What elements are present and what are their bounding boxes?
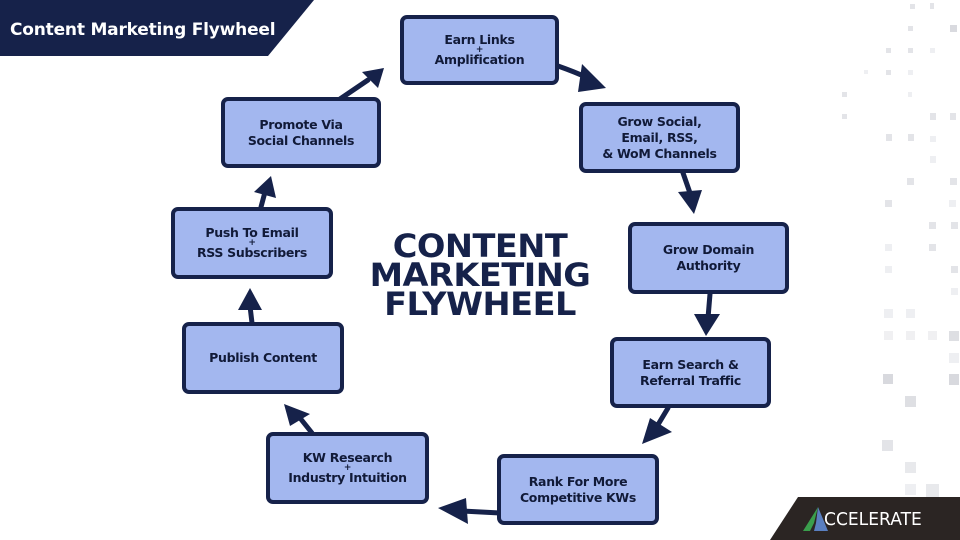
node-publish-content: Publish Content (182, 322, 344, 394)
decorative-pixel-pattern (842, 3, 959, 497)
center-title-line: FLYWHEEL (384, 285, 576, 323)
node-grow-domain: Grow Domain Authority (628, 222, 789, 294)
node-earn-links: Earn Links + Amplification (400, 15, 559, 85)
node-label-line: Earn Search & (642, 356, 739, 372)
node-label-line: Amplification (434, 52, 525, 67)
node-label-line: Grow Social, (617, 113, 702, 129)
center-title-line: MARKETING (369, 256, 591, 294)
node-label-line: Earn Links (444, 32, 515, 47)
logo-text: CCELERATE (824, 509, 922, 530)
node-promote-via-social: Promote Via Social Channels (221, 97, 381, 168)
arrowhead-7 (238, 288, 262, 310)
node-earn-search: Earn Search & Referral Traffic (610, 337, 771, 408)
arrowhead-3 (694, 314, 720, 336)
node-rank-for-more: Rank For More Competitive KWs (497, 454, 659, 525)
node-label-line: Publish Content (209, 350, 317, 365)
arrowhead-6 (284, 404, 310, 426)
node-label-line: Industry Intuition (288, 470, 407, 485)
arrowhead-9 (362, 68, 384, 88)
arrowhead-1 (578, 64, 606, 92)
node-label-line: Competitive KWs (519, 489, 637, 505)
node-kw-research: KW Research + Industry Intuition (266, 432, 429, 504)
accelerate-logo (770, 497, 960, 540)
plus-sign: + (343, 463, 352, 473)
plus-sign: + (248, 238, 256, 248)
node-push-to-email: Push To Email + RSS Subscribers (171, 207, 333, 279)
title-banner: Content Marketing Flywheel (0, 0, 320, 56)
node-label-line: KW Research (302, 450, 393, 465)
node-label-line: Referral Traffic (640, 372, 741, 388)
arrow-grow-social-to-grow-domain (679, 167, 693, 196)
node-label-line: RSS Subscribers (196, 245, 308, 260)
arrow-promote-to-earn-links (337, 77, 371, 102)
arrowhead-5 (438, 498, 468, 524)
plus-sign: + (475, 45, 484, 55)
arrowhead-4 (642, 418, 672, 444)
node-grow-social: Grow Social, Email, RSS, & WoM Channels (579, 102, 740, 173)
node-label-line: & WoM Channels (602, 145, 717, 161)
center-title-line: CONTENT (392, 227, 568, 265)
page-title: Content Marketing Flywheel (10, 20, 276, 40)
node-label-line: Promote Via (259, 116, 343, 132)
title-banner-shape (0, 0, 314, 56)
node-label-line: Email, RSS, (621, 129, 698, 145)
arrow-rank-to-kw-research (459, 508, 503, 516)
node-label-line: Social Channels (247, 132, 355, 148)
arrow-kw-research-to-publish (297, 415, 315, 436)
logo-mark-icon (803, 507, 828, 531)
node-label-line: Grow Domain (662, 242, 755, 257)
node-label-line: Push To Email (205, 225, 299, 240)
arrowhead-8 (254, 176, 276, 198)
center-title: CONTENT MARKETING FLYWHEEL (360, 230, 600, 320)
arrowhead-2 (678, 190, 702, 214)
node-label-line: Authority (676, 258, 741, 273)
node-label-line: Rank For More (528, 473, 628, 489)
